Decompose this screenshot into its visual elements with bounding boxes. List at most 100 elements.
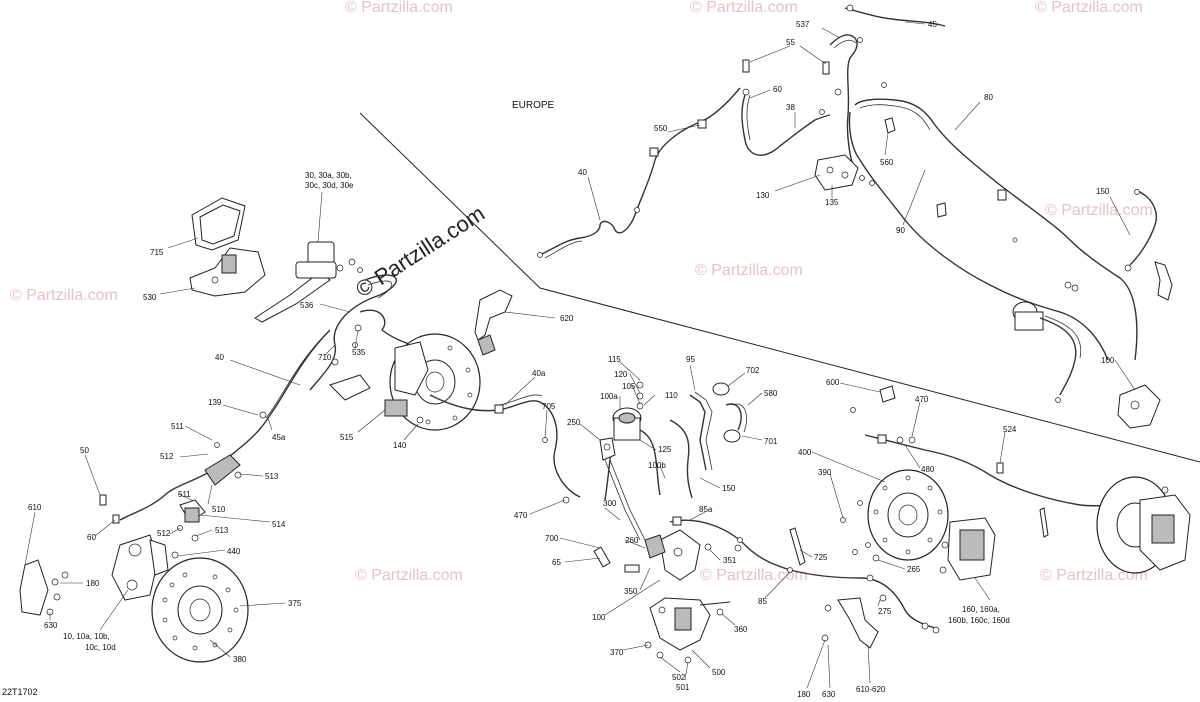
region-separator [359, 112, 1200, 463]
callout-480: 480 [921, 465, 935, 474]
callout-705: 705 [542, 402, 556, 411]
europe-section [537, 4, 1173, 429]
master-cylinder [307, 241, 335, 265]
callout-30: 30, 30a, 30b, [305, 171, 352, 180]
callout-130: 130 [756, 191, 770, 200]
watermark-tile: © Partzilla.com [1040, 567, 1148, 584]
rear-right-brake [840, 469, 996, 581]
callout-40: 40 [215, 353, 224, 362]
callout-400: 400 [798, 448, 812, 457]
callout-701: 701 [764, 437, 778, 446]
callout-620: 620 [560, 314, 574, 323]
drawing-code: 22T1702 [2, 687, 38, 697]
callout-65: 65 [552, 558, 561, 567]
callout-85a: 85a [699, 505, 713, 514]
callout-100a: 100a [600, 392, 618, 401]
watermark-tile: © Partzilla.com [1035, 0, 1143, 16]
callout-150: 150 [722, 484, 736, 493]
callout-610-620: 610-620 [856, 685, 886, 694]
callout-710: 710 [318, 353, 332, 362]
callout-180: 180 [797, 690, 811, 699]
callout-702: 702 [746, 366, 760, 375]
callout-501: 501 [676, 683, 690, 692]
callout-100: 100 [592, 613, 606, 622]
callout-380: 380 [233, 655, 247, 664]
caliper [111, 534, 159, 601]
callout-350: 350 [624, 587, 638, 596]
callout-30-cont: 30c, 30d, 30e [305, 181, 354, 190]
callout-580: 580 [764, 389, 778, 398]
left-front-brake [19, 494, 249, 663]
callout-160-cont: 160b, 160c, 160d [948, 616, 1010, 625]
callout-100: 100 [1101, 356, 1115, 365]
callout-300: 300 [603, 499, 617, 508]
callout-10: 10, 10a, 10b, [63, 632, 110, 641]
callout-440: 440 [227, 547, 241, 556]
callout-470: 470 [915, 395, 929, 404]
callout-180: 180 [86, 579, 100, 588]
callout-630: 630 [822, 690, 836, 699]
callout-55: 55 [786, 38, 795, 47]
watermark-main: © Partzilla.com [351, 200, 489, 302]
callout-40: 40 [578, 168, 587, 177]
callout-80: 80 [984, 93, 993, 102]
watermark-tile: © Partzilla.com [700, 567, 808, 584]
abs-module [177, 411, 267, 542]
callout-120: 120 [614, 370, 628, 379]
callout-375: 375 [288, 599, 302, 608]
callout-600: 600 [826, 378, 840, 387]
callout-390: 390 [818, 468, 832, 477]
watermark-tile: © Partzilla.com [690, 0, 798, 16]
callout-140: 140 [393, 441, 407, 450]
callout-50: 50 [80, 446, 89, 455]
callout-351: 351 [723, 556, 737, 565]
reservoir-hoses [669, 382, 747, 499]
callout-610: 610 [28, 503, 42, 512]
callout-10-cont: 10c, 10d [85, 643, 116, 652]
callout-515: 515 [340, 433, 354, 442]
callout-260: 260 [625, 536, 639, 545]
callout-513: 513 [265, 472, 279, 481]
watermark-tiles: © Partzilla.com © Partzilla.com © Partzi… [10, 0, 1153, 584]
callout-536: 536 [300, 301, 314, 310]
callout-535: 535 [352, 348, 366, 357]
callout-560: 560 [880, 158, 894, 167]
callout-135: 135 [825, 198, 839, 207]
callout-85: 85 [758, 597, 767, 606]
callout-725: 725 [814, 553, 828, 562]
callout-100b: 100b [648, 461, 666, 470]
callout-513: 513 [215, 526, 229, 535]
callout-524: 524 [1003, 425, 1017, 434]
callout-470: 470 [514, 511, 528, 520]
callout-115: 115 [608, 355, 621, 364]
callout-360: 360 [734, 625, 748, 634]
callout-537: 537 [796, 20, 810, 29]
callout-530: 530 [143, 293, 157, 302]
callout-125: 125 [658, 445, 672, 454]
rear-master-cylinder [599, 381, 661, 541]
pedal-part [474, 289, 513, 341]
brake-line-85 [669, 519, 936, 629]
watermark-tile: © Partzilla.com [355, 567, 463, 584]
callout-512: 512 [157, 529, 171, 538]
callout-514: 514 [272, 520, 286, 529]
brake-line-40a [429, 394, 581, 498]
front-left-assembly [189, 197, 431, 391]
callout-630: 630 [44, 621, 58, 630]
callout-labels: 537 45 55 60 38 80 550 40 560 130 135 90… [28, 20, 1115, 699]
callout-60: 60 [773, 85, 782, 94]
callout-370: 370 [610, 648, 624, 657]
watermark-tile: © Partzilla.com [345, 0, 453, 16]
callout-511: 511 [178, 490, 191, 499]
callout-60: 60 [87, 533, 96, 542]
rear-left-brake [1039, 476, 1191, 574]
watermark-tile: © Partzilla.com [10, 287, 118, 304]
callout-715: 715 [150, 248, 164, 257]
callout-500: 500 [712, 668, 726, 677]
rear-bracket [821, 594, 887, 649]
brake-line-rear [864, 434, 1131, 507]
callout-105: 105 [622, 382, 636, 391]
callout-45a: 45a [272, 433, 286, 442]
callout-502: 502 [672, 673, 686, 682]
